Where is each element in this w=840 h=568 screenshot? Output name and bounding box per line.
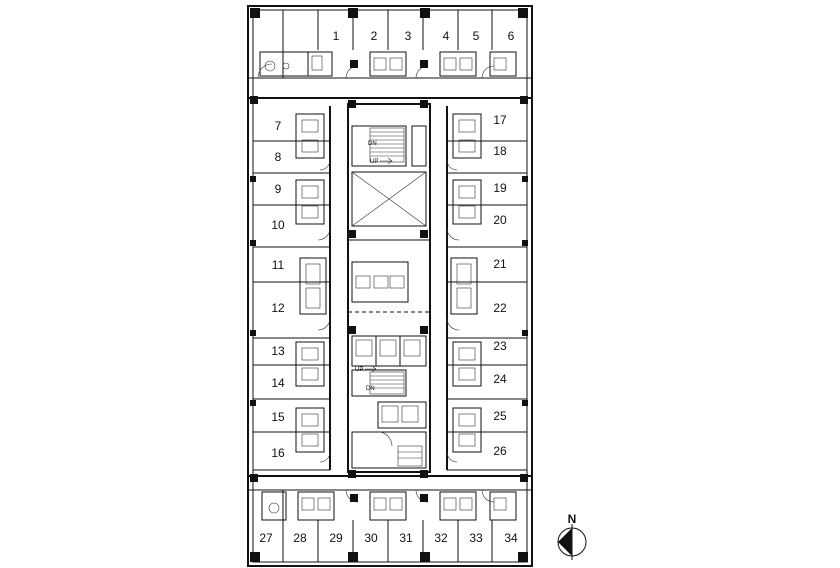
room-number: 29 (329, 531, 343, 545)
room-number: 28 (293, 531, 307, 545)
stair-labels: DN UP UP DN (355, 141, 393, 392)
room-number: 23 (493, 339, 507, 353)
north-wing (248, 10, 532, 99)
room-labels: 1 2 3 4 5 6 7 8 9 10 11 12 13 14 15 16 1… (259, 29, 518, 545)
stair-down-label: DN (366, 386, 375, 392)
room-number: 27 (259, 531, 273, 545)
north-arrow-label: N (568, 512, 577, 526)
room-number: 33 (469, 531, 483, 545)
west-wing (253, 106, 331, 471)
room-number: 24 (493, 372, 507, 386)
room-number: 16 (271, 446, 285, 460)
room-number: 12 (271, 301, 285, 315)
room-number: 8 (275, 150, 282, 164)
room-number: 9 (275, 182, 282, 196)
room-number: 6 (508, 29, 515, 43)
south-wing (248, 475, 532, 562)
north-arrow: N (557, 512, 587, 560)
room-number: 17 (493, 113, 507, 127)
room-number: 34 (504, 531, 518, 545)
room-number: 10 (271, 218, 285, 232)
room-number: 15 (271, 410, 285, 424)
room-number: 11 (272, 258, 285, 272)
east-wing (446, 106, 527, 471)
central-core (347, 103, 431, 473)
room-number: 13 (271, 344, 285, 358)
room-number: 30 (364, 531, 378, 545)
stair-up-label: UP (355, 367, 363, 373)
structural-columns (250, 8, 528, 562)
room-number: 18 (493, 144, 507, 158)
building-outline (247, 5, 533, 567)
room-number: 26 (493, 444, 507, 458)
room-number: 22 (493, 301, 507, 315)
room-number: 20 (493, 213, 507, 227)
stair-down-label: DN (368, 141, 377, 147)
room-number: 4 (443, 29, 450, 43)
room-number: 1 (333, 29, 340, 43)
room-number: 5 (473, 29, 480, 43)
north-arrow-icon (558, 528, 572, 556)
room-number: 31 (399, 531, 413, 545)
stair-up-label: UP (370, 159, 378, 165)
room-number: 25 (493, 409, 507, 423)
room-number: 21 (493, 257, 507, 271)
room-number: 7 (275, 119, 282, 133)
room-number: 2 (371, 29, 378, 43)
room-number: 14 (271, 376, 285, 390)
room-number: 32 (434, 531, 448, 545)
room-number: 19 (493, 181, 507, 195)
room-number: 3 (405, 29, 412, 43)
